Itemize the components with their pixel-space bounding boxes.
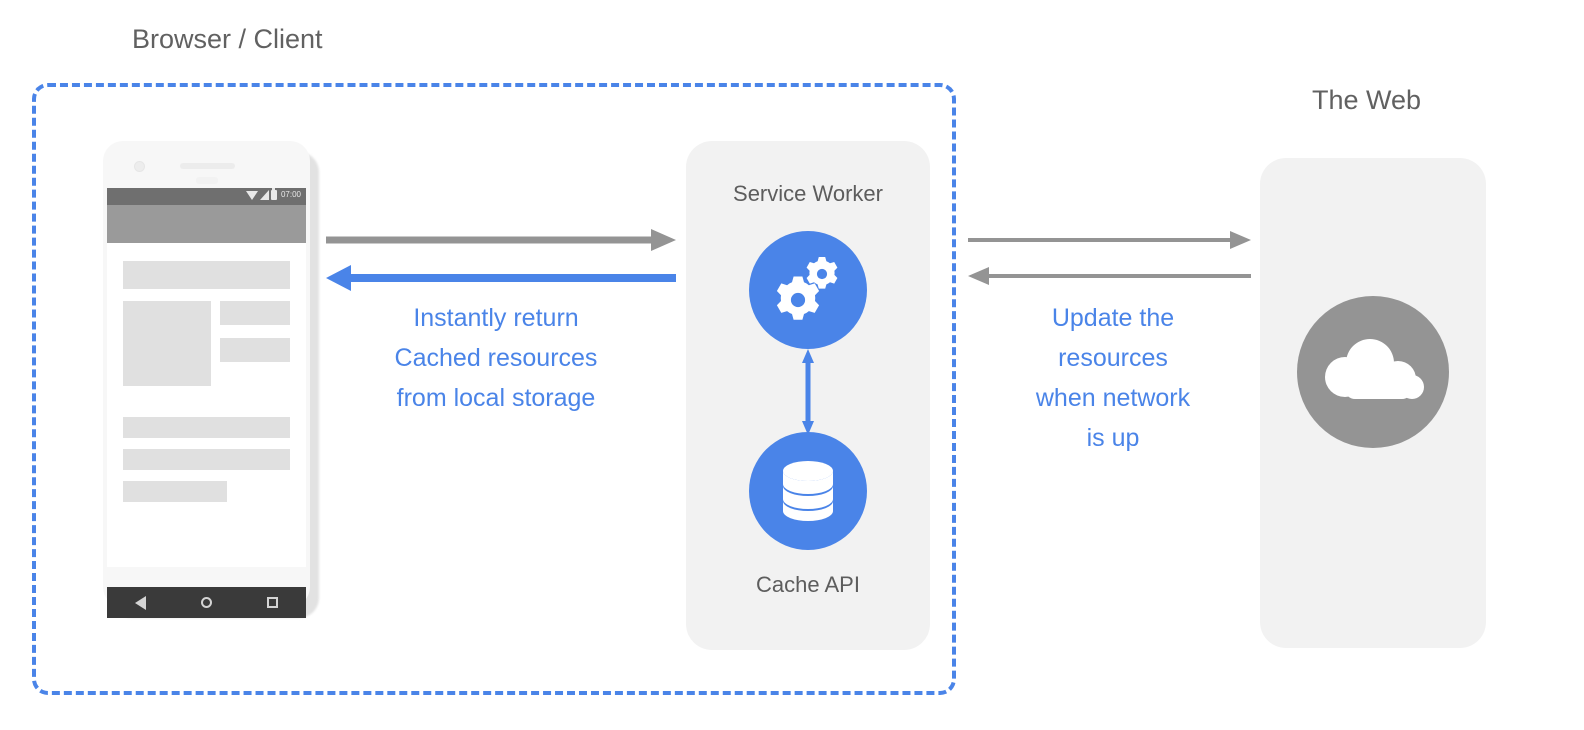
- annotation-cached-response: Instantly return Cached resources from l…: [394, 304, 598, 412]
- placeholder-block: [220, 301, 290, 325]
- placeholder-line: [123, 481, 227, 502]
- arrow-service-worker-to-web: [968, 231, 1251, 249]
- service-worker-icon-badge: [749, 231, 867, 349]
- gears-icon: [776, 257, 838, 320]
- phone-camera-icon: [134, 161, 145, 172]
- placeholder-line-group: [123, 417, 290, 502]
- database-icon: [783, 461, 833, 521]
- browser-client-boundary: [32, 83, 956, 695]
- arrow-client-to-service-worker: [326, 229, 676, 251]
- cloud-icon: [1325, 339, 1424, 399]
- phone-sensor: [196, 177, 218, 184]
- phone-mockup: 07:00: [103, 141, 319, 618]
- annotation-network-update: Update the resources when network is up: [1035, 304, 1191, 452]
- battery-icon: [270, 188, 277, 200]
- back-icon[interactable]: [134, 595, 146, 610]
- cache-api-title: Cache API: [756, 572, 860, 597]
- service-worker-panel: Service Worker: [686, 141, 930, 650]
- phone-screen: 07:00: [107, 188, 306, 567]
- placeholder-line: [123, 449, 290, 470]
- the-web-panel: [1260, 158, 1486, 648]
- page-content-wireframe: [107, 243, 306, 502]
- browser-client-caption: Browser / Client: [132, 24, 323, 54]
- status-bar: 07:00: [107, 188, 306, 205]
- placeholder-line: [123, 417, 290, 438]
- status-bar-time: 07:00: [280, 190, 301, 199]
- cache-api-icon-badge: [749, 432, 867, 550]
- web-icon-badge: [1297, 296, 1449, 448]
- service-worker-title: Service Worker: [733, 181, 883, 206]
- phone-speaker-grille: [180, 163, 235, 169]
- arrow-web-to-service-worker: [968, 267, 1251, 285]
- arrow-service-worker-to-client: [326, 265, 676, 291]
- android-nav-bar: [107, 587, 306, 618]
- app-bar: [107, 205, 306, 243]
- the-web-caption: The Web: [1312, 85, 1422, 115]
- status-bar-icons: 07:00: [245, 188, 301, 200]
- signal-icon: [259, 190, 269, 200]
- placeholder-hero-image: [123, 301, 211, 386]
- wifi-icon: [245, 190, 258, 200]
- placeholder-title: [123, 261, 290, 289]
- placeholder-block: [220, 338, 290, 362]
- arrow-service-worker-cache-bidirectional: [802, 349, 814, 435]
- placeholder-row: [123, 301, 290, 386]
- home-icon[interactable]: [200, 597, 212, 608]
- placeholder-side-column: [220, 301, 290, 386]
- recents-icon[interactable]: [267, 597, 279, 608]
